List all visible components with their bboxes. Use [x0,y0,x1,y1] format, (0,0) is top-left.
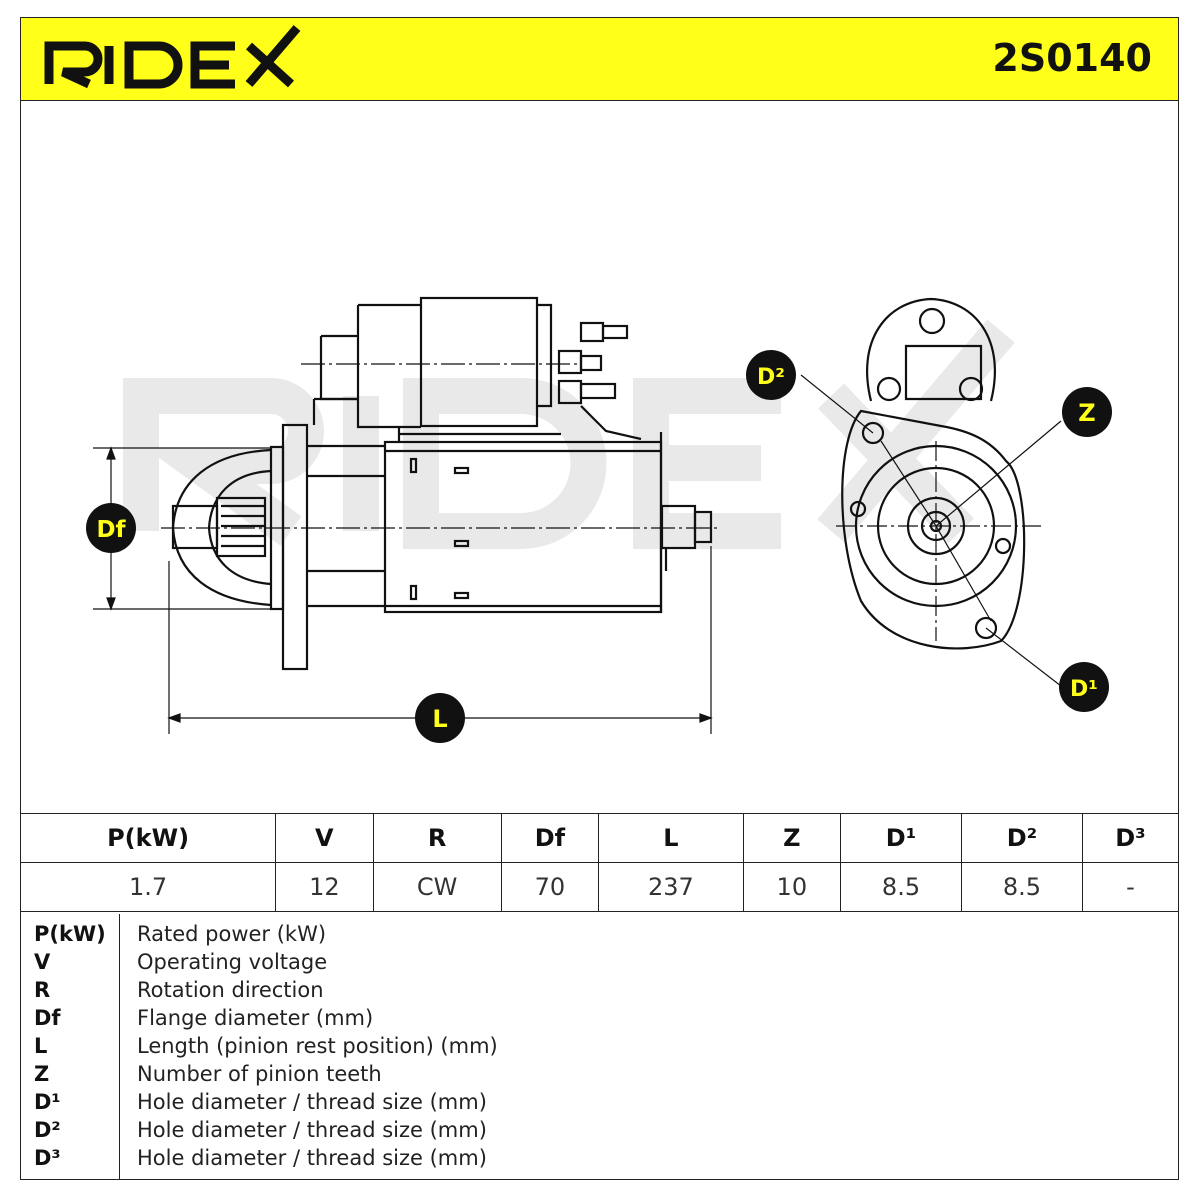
spec-value-cell: 237 [598,862,744,912]
legend-key: L [34,1034,48,1058]
spec-value-row: 1.7 12 CW 70 237 10 8.5 8.5 - [21,862,1178,912]
spec-header-cell: L [598,813,744,863]
svg-text:D²: D² [757,365,785,390]
spec-value-cell: 1.7 [21,862,277,912]
legend-key: Df [34,1006,61,1030]
spec-header-cell: Z [742,813,842,863]
starter-side-view [171,296,713,671]
spec-header-row: P(kW) V R Df L Z D¹ D² D³ [21,813,1178,863]
legend-row: D¹ Hole diameter / thread size (mm) [21,1090,1178,1118]
legend-desc: Rated power (kW) [137,922,327,946]
datasheet: 2S0140 [20,17,1179,1180]
spec-header-cell: D² [960,813,1083,863]
ridex-logo-mark [44,25,301,89]
legend-key: D² [34,1118,61,1142]
legend-key: P(kW) [34,922,106,946]
svg-text:Df: Df [96,517,126,543]
legend-key: R [34,978,51,1002]
svg-text:Z: Z [1078,399,1095,427]
label-d2: D² [746,350,796,400]
legend-row: Df Flange diameter (mm) [21,1006,1178,1034]
legend-desc: Flange diameter (mm) [137,1006,374,1030]
spec-header-cell: D¹ [840,813,962,863]
spec-value-cell: 10 [742,862,842,912]
svg-text:L: L [432,705,447,733]
label-d1: D¹ [1059,662,1109,712]
label-df: Df [86,503,136,553]
starter-front-view [800,297,1062,687]
legend-desc: Hole diameter / thread size (mm) [137,1118,487,1142]
spec-header-cell: V [275,813,374,863]
header-bar: 2S0140 [21,18,1178,101]
legend-row: R Rotation direction [21,978,1178,1006]
legend: P(kW) Rated power (kW) V Operating volta… [21,914,1178,1179]
spec-table: P(kW) V R Df L Z D¹ D² D³ 1.7 12 CW 70 2… [21,813,1178,912]
legend-row: D² Hole diameter / thread size (mm) [21,1118,1178,1146]
legend-key: D³ [34,1146,61,1170]
legend-desc: Length (pinion rest position) (mm) [137,1034,498,1058]
spec-header-cell: P(kW) [21,813,277,863]
legend-divider [119,914,120,1179]
label-z: Z [1062,387,1112,437]
spec-header-cell: D³ [1081,813,1178,863]
spec-value-cell: 70 [500,862,600,912]
legend-desc: Number of pinion teeth [137,1062,382,1086]
spec-value-cell: 12 [275,862,374,912]
legend-desc: Hole diameter / thread size (mm) [137,1090,487,1114]
part-number: 2S0140 [992,36,1152,80]
spec-value-cell: 8.5 [840,862,962,912]
legend-row: L Length (pinion rest position) (mm) [21,1034,1178,1062]
spec-value-cell: - [1081,862,1178,912]
spec-value-cell: 8.5 [960,862,1083,912]
legend-row: Z Number of pinion teeth [21,1062,1178,1090]
legend-desc: Hole diameter / thread size (mm) [137,1146,487,1170]
legend-key: D¹ [34,1090,61,1114]
spec-header-cell: Df [500,813,600,863]
spec-header-cell: R [372,813,502,863]
legend-desc: Operating voltage [137,950,328,974]
label-l: L [415,693,465,743]
label-badges: Df L D² Z D¹ [86,350,1112,743]
legend-row: D³ Hole diameter / thread size (mm) [21,1146,1178,1174]
legend-key: V [34,950,51,974]
legend-row: V Operating voltage [21,950,1178,978]
dimension-lines [93,363,721,734]
legend-row: P(kW) Rated power (kW) [21,922,1178,950]
svg-text:D¹: D¹ [1070,677,1098,702]
technical-drawing: Df L D² Z D¹ [86,296,1112,743]
legend-key: Z [34,1062,50,1086]
ridex-logo [43,22,313,98]
spec-value-cell: CW [372,862,502,912]
legend-desc: Rotation direction [137,978,324,1002]
